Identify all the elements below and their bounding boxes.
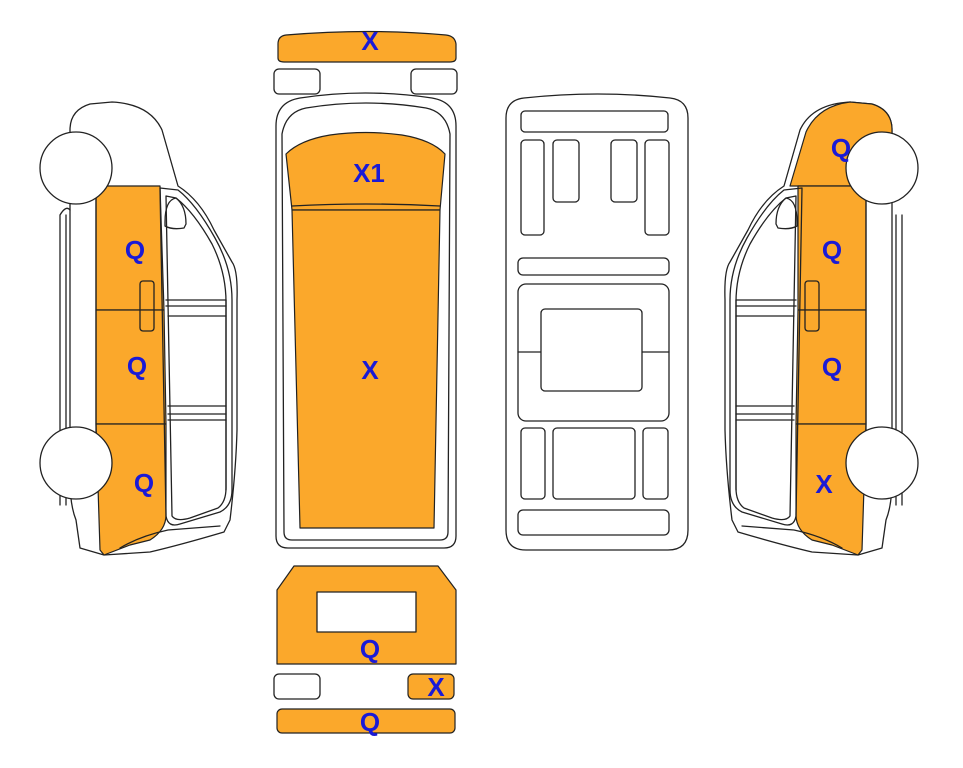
- roof-front-panel[interactable]: [285, 131, 446, 211]
- left-middle-label: Q: [127, 351, 147, 381]
- interior-view: [505, 93, 689, 551]
- left-front-label: Q: [125, 235, 145, 265]
- rear-door-label: Q: [360, 634, 380, 664]
- rear-light-right[interactable]: [407, 673, 455, 700]
- roof-main-panel[interactable]: [291, 209, 441, 529]
- roof-front-label: X1: [353, 158, 385, 188]
- left-rear-wheel: [39, 426, 113, 500]
- left-headlight: [273, 68, 321, 95]
- front-bumper-label: X: [361, 26, 379, 56]
- rear-bumper-panel[interactable]: [276, 708, 456, 734]
- rear-window: [316, 591, 417, 633]
- right-door-handle: [804, 280, 820, 332]
- right-rear-wheel: [845, 426, 919, 500]
- rear-view: Q X Q: [273, 565, 457, 737]
- roof-view: X X1 X: [273, 26, 458, 549]
- right-front-wheel: [845, 131, 919, 205]
- roof-main-label: X: [361, 355, 379, 385]
- front-bumper-panel[interactable]: [277, 30, 457, 63]
- rear-light-left: [273, 673, 321, 700]
- right-rear-label: X: [815, 469, 833, 499]
- rear-bumper-label: Q: [360, 707, 380, 737]
- right-front-label: Q: [831, 133, 851, 163]
- right-upper-middle-label: Q: [822, 235, 842, 265]
- left-door-handle: [139, 280, 155, 332]
- rear-light-label: X: [427, 672, 445, 702]
- right-headlight: [410, 68, 458, 95]
- left-front-wheel: [39, 131, 113, 205]
- left-rear-label: Q: [134, 468, 154, 498]
- right-lower-middle-label: Q: [822, 352, 842, 382]
- right-side-view: Q Q Q X: [724, 101, 919, 556]
- left-side-view: Q Q Q: [39, 101, 238, 556]
